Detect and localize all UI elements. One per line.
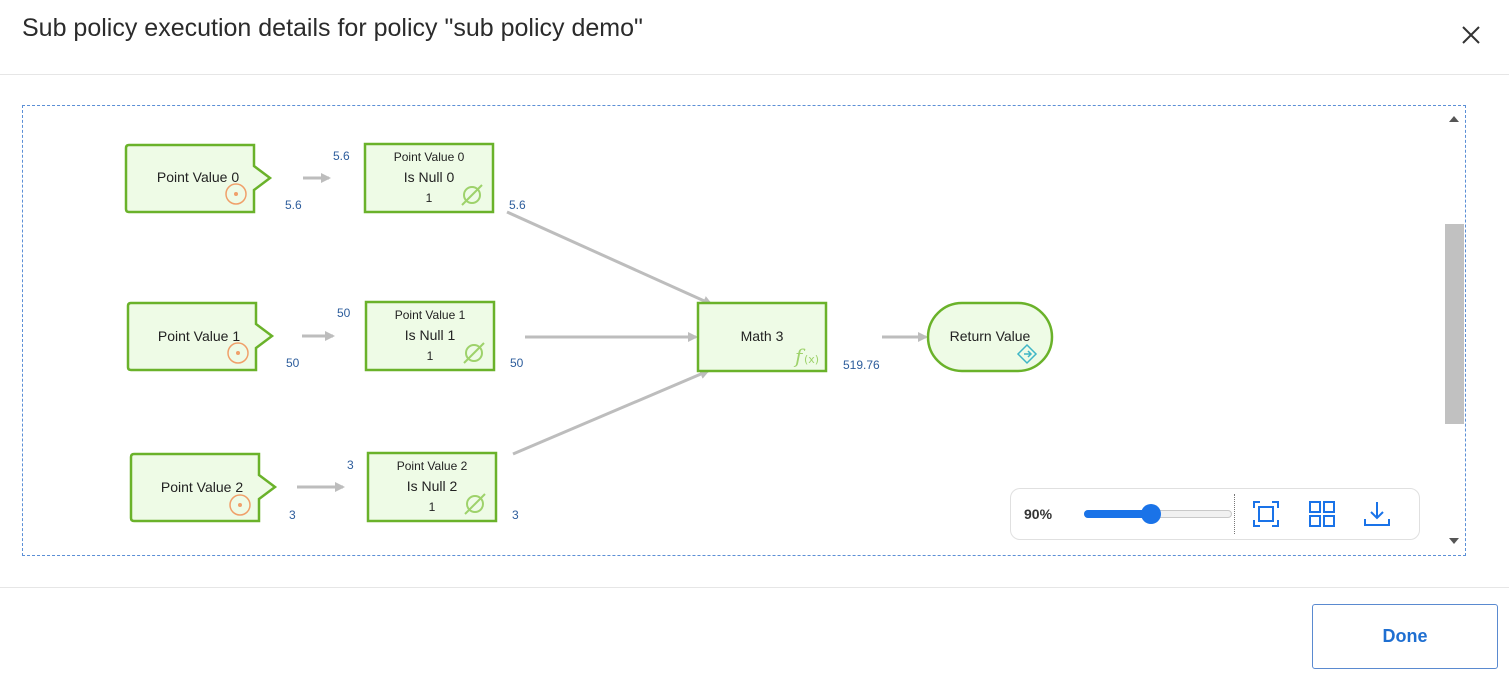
- point-icon: [225, 183, 247, 205]
- policy-diagram-canvas[interactable]: Point Value 0 Point Value 1 Point Value …: [22, 105, 1466, 556]
- point-icon: [227, 342, 249, 364]
- is-null-label: Is Null 2: [407, 478, 458, 494]
- is-null-node-0[interactable]: Point Value 0 Is Null 0 1: [363, 142, 495, 214]
- is-null-input-name: Point Value 2: [397, 459, 468, 473]
- zoom-slider[interactable]: [1084, 504, 1232, 524]
- edge-value: 50: [337, 306, 351, 320]
- point-value-label: Point Value 0: [157, 169, 239, 185]
- diagram-toolbar: 90%: [1010, 488, 1420, 540]
- zoom-level-label: 90%: [1024, 506, 1053, 522]
- scroll-down-arrow-icon[interactable]: [1449, 538, 1459, 544]
- point-value-label: Point Value 1: [158, 328, 240, 344]
- point-icon: [229, 494, 251, 516]
- point-value-node-0[interactable]: Point Value 0: [124, 143, 273, 214]
- return-icon: [1016, 343, 1038, 365]
- is-null-input-name: Point Value 0: [394, 150, 465, 164]
- point-value-node-2[interactable]: Point Value 2: [129, 452, 278, 523]
- math-label: Math 3: [741, 328, 784, 344]
- dialog-header: Sub policy execution details for policy …: [0, 0, 1509, 75]
- edge-value: 519.76: [843, 358, 880, 372]
- point-value-label: Point Value 2: [161, 479, 243, 495]
- return-value-label: Return Value: [950, 328, 1031, 344]
- scroll-up-arrow-icon[interactable]: [1449, 116, 1459, 122]
- edges: [297, 173, 928, 492]
- is-null-node-2[interactable]: Point Value 2 Is Null 2 1: [366, 451, 498, 523]
- grid-layout-icon[interactable]: [1307, 499, 1337, 529]
- return-value-node[interactable]: Return Value: [926, 301, 1054, 373]
- edge-value: 50: [510, 356, 524, 370]
- close-icon[interactable]: [1456, 20, 1486, 50]
- policy-diagram: Point Value 0 Point Value 1 Point Value …: [124, 142, 1054, 523]
- edge-value: 5.6: [285, 198, 302, 212]
- vertical-scrollbar[interactable]: [1444, 112, 1465, 552]
- edge-value: 5.6: [333, 149, 350, 163]
- edge-value: 50: [286, 356, 300, 370]
- done-button[interactable]: Done: [1312, 604, 1498, 669]
- edge-value: 3: [289, 508, 296, 522]
- download-icon[interactable]: [1362, 499, 1392, 529]
- is-null-node-1[interactable]: Point Value 1 Is Null 1 1: [364, 300, 496, 372]
- edge-isnull2-math3: [512, 369, 710, 456]
- math-node[interactable]: Math 3 f (x): [696, 301, 828, 373]
- is-null-result: 1: [427, 349, 434, 363]
- edge-isnull0-math3: [506, 210, 713, 306]
- dialog-title: Sub policy execution details for policy …: [22, 14, 643, 42]
- point-value-node-1[interactable]: Point Value 1: [126, 301, 275, 372]
- edge-value: 3: [512, 508, 519, 522]
- null-set-icon: [464, 493, 486, 515]
- fit-to-screen-icon[interactable]: [1251, 499, 1281, 529]
- is-null-label: Is Null 1: [405, 327, 456, 343]
- is-null-result: 1: [426, 191, 433, 205]
- zoom-slider-fill: [1084, 510, 1151, 518]
- dialog-footer-divider: [0, 587, 1509, 588]
- null-set-icon: [463, 342, 485, 364]
- edge-value: 3: [347, 458, 354, 472]
- is-null-input-name: Point Value 1: [395, 308, 466, 322]
- zoom-slider-thumb[interactable]: [1141, 504, 1161, 524]
- edge-value: 5.6: [509, 198, 526, 212]
- null-set-icon: [461, 184, 483, 206]
- toolbar-divider: [1234, 494, 1235, 534]
- is-null-result: 1: [429, 500, 436, 514]
- function-icon-args: (x): [804, 353, 819, 366]
- scrollbar-thumb[interactable]: [1445, 224, 1464, 424]
- is-null-label: Is Null 0: [404, 169, 455, 185]
